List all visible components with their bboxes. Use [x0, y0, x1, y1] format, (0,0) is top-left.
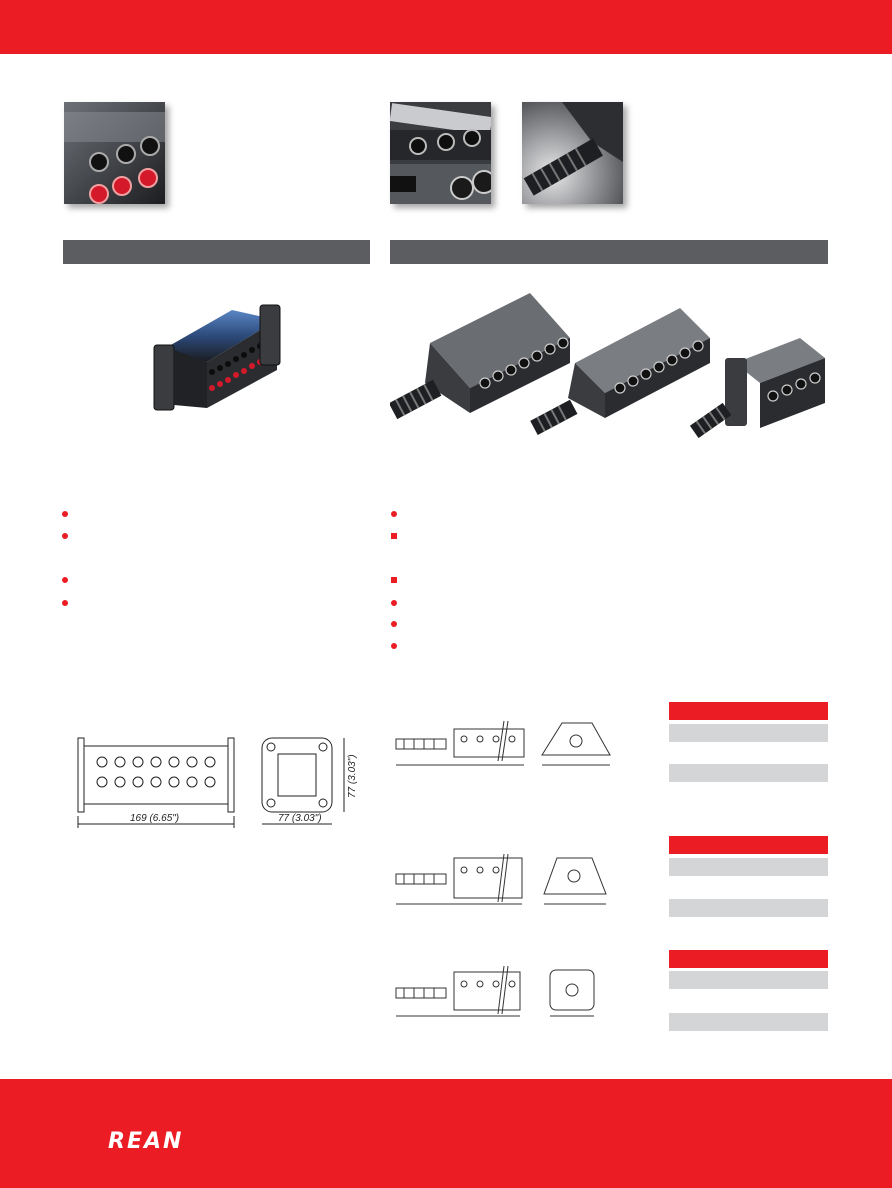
product-stage-boxes	[388, 288, 830, 439]
rean-logo: REAN	[108, 1129, 184, 1154]
product-jack-box	[152, 300, 282, 415]
height-dimension-label: 77 (3.03")	[347, 754, 358, 798]
footer-band	[0, 1079, 892, 1188]
spec-table-1-row	[669, 764, 828, 782]
stage-box-large	[388, 293, 570, 420]
section-bar-left	[63, 240, 370, 264]
bullet-square-icon	[391, 533, 397, 539]
dimension-drawing-stage-box-1	[392, 715, 622, 775]
bullet-circle-icon	[62, 600, 68, 606]
bullet-circle-icon	[62, 533, 68, 539]
spec-table-3-header	[669, 950, 828, 968]
header-band	[0, 0, 892, 54]
photo-xlr-panel	[390, 102, 491, 204]
spec-table-3-row	[669, 1013, 828, 1031]
length-dimension-label: 169 (6.65")	[130, 813, 179, 824]
photo-cable-boot	[522, 102, 623, 204]
bullet-circle-icon	[391, 643, 397, 649]
section-bar-right	[390, 240, 828, 264]
bullet-circle-icon	[391, 600, 397, 606]
dimension-drawing-stage-box-3	[392, 962, 622, 1022]
width-dimension-label: 77 (3.03")	[278, 813, 322, 824]
spec-table-3-row	[669, 971, 828, 989]
photo-jack-closeup	[64, 102, 165, 204]
stage-box-medium	[530, 308, 710, 436]
spec-table-2-row	[669, 858, 828, 876]
dimension-drawing-stage-box-2	[392, 850, 622, 910]
bullet-circle-icon	[391, 511, 397, 517]
dimension-drawing-jack-box: 169 (6.65") 77 (3.03") 77 (3.03")	[70, 728, 360, 838]
bullet-square-icon	[391, 577, 397, 583]
spec-table-1-header	[669, 702, 828, 720]
bullet-circle-icon	[391, 621, 397, 627]
spec-table-1-row	[669, 724, 828, 742]
bullet-circle-icon	[62, 511, 68, 517]
spec-table-2-header	[669, 836, 828, 854]
spec-table-2-row	[669, 899, 828, 917]
stage-box-small	[689, 338, 825, 439]
bullet-circle-icon	[62, 577, 68, 583]
